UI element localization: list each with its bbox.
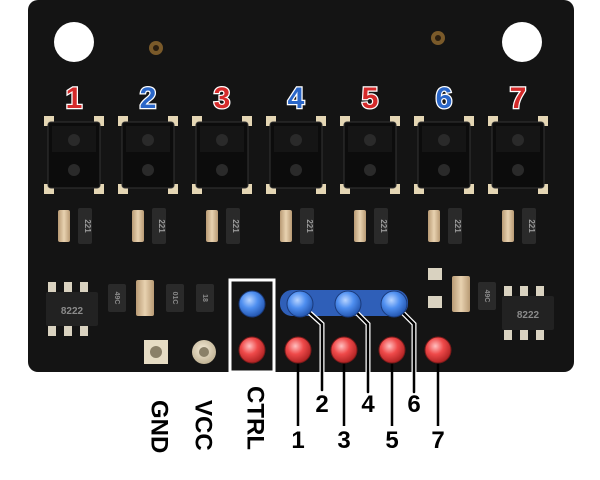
mounting-hole-left: [54, 22, 94, 62]
odd-pin-label-5: 5: [385, 427, 398, 454]
mosfet-left-code: 8222: [61, 306, 84, 317]
pin-header: [238, 290, 452, 364]
resistor-code-4: 221: [305, 219, 314, 233]
sensor-number-2: 2: [140, 82, 157, 115]
even-pin-label-6: 6: [407, 391, 420, 418]
resistor-code-7: 221: [527, 219, 536, 233]
reflectance-sensor-5: [340, 116, 400, 194]
left-res-a-code: 49C: [113, 292, 120, 305]
vcc-pad: [192, 340, 216, 364]
sensor-number-1: 1: [66, 82, 83, 115]
odd-pin-label-7: 7: [431, 427, 444, 454]
mosfet-right: 8222: [502, 286, 554, 340]
reflectance-sensor-6: [414, 116, 474, 194]
resistor-pair-5: 221: [354, 208, 388, 244]
mosfet-right-code: 8222: [517, 310, 540, 321]
resistor-code-2: 221: [157, 219, 166, 233]
resistor-pair-1: 221: [58, 208, 92, 244]
resistor-code-1: 221: [83, 219, 92, 233]
resistor-code-5: 221: [379, 219, 388, 233]
smd-cluster-left: 49C 01C 18: [108, 280, 214, 316]
resistor-pair-6: 221: [428, 208, 462, 244]
odd-leader-lines: [296, 356, 440, 426]
smd-cluster-right: 49C: [428, 268, 496, 312]
ctrl-red-pin: [238, 336, 266, 364]
pin-6: [380, 290, 408, 318]
left-res-c-code: 18: [201, 294, 208, 302]
resistor-pair-2: 221: [132, 208, 166, 244]
mosfet-left: 8222: [46, 282, 98, 336]
pin-5: [378, 336, 406, 364]
resistor-pair-4: 221: [280, 208, 314, 244]
ctrl-blue-pin: [238, 290, 266, 318]
mounting-hole-right: [502, 22, 542, 62]
gnd-pad: [144, 340, 168, 364]
even-pin-label-2: 2: [315, 391, 328, 418]
sensor-row: [44, 116, 548, 194]
sensor-number-3: 3: [214, 82, 231, 115]
right-res-code: 49C: [483, 290, 490, 303]
sensor-number-6: 6: [436, 82, 453, 115]
reflectance-sensor-7: [488, 116, 548, 194]
pin-2: [286, 290, 314, 318]
ctrl-label: CTRL: [242, 386, 269, 450]
vcc-label: VCC: [190, 400, 217, 451]
reflectance-sensor-1: [44, 116, 104, 194]
gnd-label: GND: [146, 400, 173, 453]
left-res-b-code: 01C: [171, 292, 178, 305]
sensor-number-5: 5: [362, 82, 379, 115]
resistor-pair-7: 221: [502, 208, 536, 244]
reflectance-sensor-3: [192, 116, 252, 194]
resistor-code-3: 221: [231, 219, 240, 233]
odd-pin-label-3: 3: [337, 427, 350, 454]
sensor-number-7: 7: [510, 82, 527, 115]
pin-3: [330, 336, 358, 364]
resistor-code-6: 221: [453, 219, 462, 233]
ctrl-highlight-box: [228, 278, 276, 374]
odd-pin-label-1: 1: [291, 427, 304, 454]
reflectance-sensor-4: [266, 116, 326, 194]
sensor-number-4: 4: [288, 82, 305, 115]
resistor-pair-3: 221: [206, 208, 240, 244]
pin-7: [424, 336, 452, 364]
reflectance-sensor-2: [118, 116, 178, 194]
resistor-row: 221 221 221 221 221 221 221: [58, 208, 536, 244]
pin-1: [284, 336, 312, 364]
even-pin-label-4: 4: [361, 391, 375, 418]
sensor-number-row: 1 2 3 4 5 6 7: [64, 81, 527, 117]
pin-4: [334, 290, 362, 318]
